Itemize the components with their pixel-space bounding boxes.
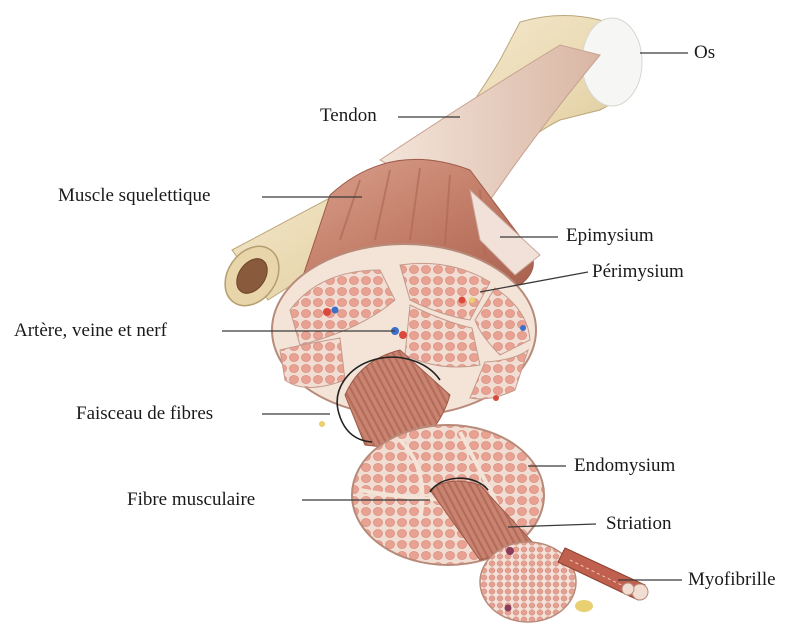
label-striation: Striation — [606, 514, 671, 533]
label-perimysium: Périmysium — [592, 262, 684, 281]
vein-dot — [332, 307, 339, 314]
label-artere-veine-nerf: Artère, veine et nerf — [14, 321, 167, 340]
artery-dot — [323, 308, 331, 316]
label-endomysium: Endomysium — [574, 456, 675, 475]
label-tendon: Tendon — [320, 106, 377, 125]
label-os: Os — [694, 43, 715, 62]
label-faisceau-de-fibres: Faisceau de fibres — [76, 404, 213, 423]
label-muscle-squelettique: Muscle squelettique — [58, 186, 211, 205]
label-myofibrille: Myofibrille — [688, 570, 776, 589]
label-fibre-musculaire: Fibre musculaire — [127, 490, 255, 509]
label-epimysium: Epimysium — [566, 226, 654, 245]
